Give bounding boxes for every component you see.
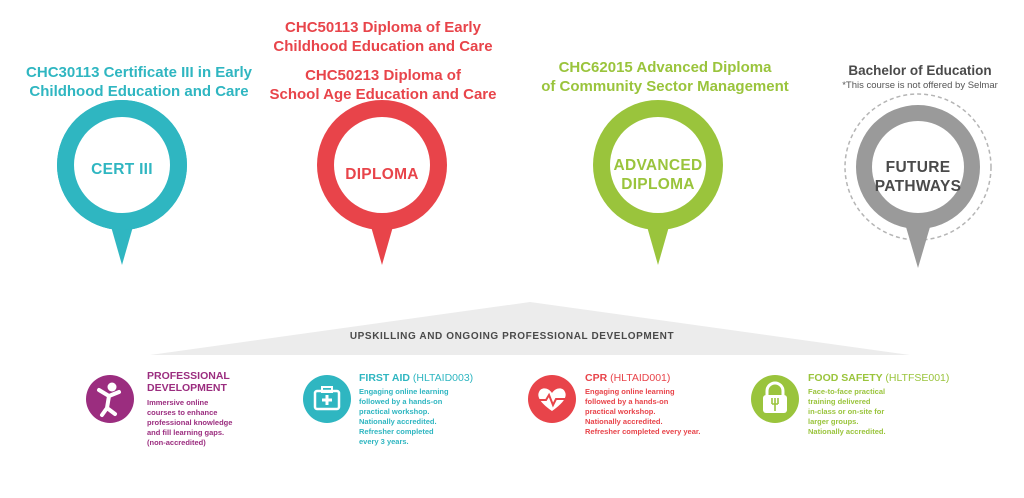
professional-development-title-line1: PROFESSIONAL <box>147 370 230 382</box>
cert3-title: CHC30113 Certificate III in Early Childh… <box>20 63 258 101</box>
future-pin: FUTURE PATHWAYS <box>843 92 993 272</box>
cpr-item: CPR (HLTAID001) Engaging online learning… <box>527 370 737 460</box>
professional-development-title: PROFESSIONAL DEVELOPMENT <box>147 370 230 394</box>
food-safety-desc-line5: Nationally accredited. <box>808 427 886 436</box>
first-aid-desc: Engaging online learning followed by a h… <box>359 387 449 447</box>
first-aid-desc-line1: Engaging online learning <box>359 387 449 396</box>
cert3-pin: CERT III <box>52 95 192 270</box>
professional-development-title-line2: DEVELOPMENT <box>147 382 227 394</box>
food-safety-title-text: FOOD SAFETY <box>808 372 883 384</box>
first-aid-kit-icon <box>303 375 351 423</box>
first-aid-title-text: FIRST AID <box>359 372 410 384</box>
advanced-diploma-title-line2: of Community Sector Management <box>541 78 789 95</box>
first-aid-desc-line6: every 3 years. <box>359 437 409 446</box>
professional-development-desc-line5: (non-accredited) <box>147 438 206 447</box>
diploma-badge: DIPLOMA <box>345 166 419 183</box>
future-title-line1: Bachelor of Education <box>848 63 992 78</box>
cpr-code: (HLTAID001) <box>610 372 671 384</box>
cpr-desc: Engaging online learning followed by a h… <box>585 387 700 437</box>
diploma2-title-line1: CHC50213 Diploma of <box>305 67 461 84</box>
cpr-title: CPR (HLTAID001) <box>585 372 670 384</box>
food-safety-desc: Face-to-face practical training delivere… <box>808 387 886 437</box>
cpr-desc-line3: practical workshop. <box>585 407 656 416</box>
food-safety-desc-line1: Face-to-face practical <box>808 387 886 396</box>
heartbeat-icon <box>528 375 576 423</box>
advanced-diploma-badge-line2: DIPLOMA <box>621 176 695 193</box>
future-note: *This course is not offered by Selmar <box>842 80 998 91</box>
professional-development-desc-line1: Immersive online <box>147 398 209 407</box>
advanced-diploma-title: CHC62015 Advanced Diploma of Community S… <box>540 58 790 96</box>
professional-development-desc-line3: professional knowledge <box>147 418 233 427</box>
food-safety-desc-line4: larger groups. <box>808 417 859 426</box>
first-aid-desc-line5: Refresher completed <box>359 427 434 436</box>
first-aid-code: (HLTAID003) <box>412 372 474 384</box>
first-aid-desc-line4: Nationally accredited. <box>359 417 437 426</box>
diploma-pin: DIPLOMA <box>312 95 452 270</box>
advanced-diploma-pin: ADVANCED DIPLOMA <box>588 95 728 270</box>
first-aid-title: FIRST AID (HLTAID003) <box>359 372 473 384</box>
upskilling-banner: UPSKILLING AND ONGOING PROFESSIONAL DEVE… <box>349 331 675 342</box>
food-safety-desc-line2: training delivered <box>808 397 871 406</box>
future-title: Bachelor of Education *This course is no… <box>810 61 1024 92</box>
diploma-pin-shape <box>317 100 447 265</box>
cert3-title-line2: Childhood Education and Care <box>29 83 249 100</box>
cert3-badge: CERT III <box>91 161 153 178</box>
first-aid-item: FIRST AID (HLTAID003) Engaging online le… <box>302 370 512 460</box>
cpr-desc-line2: followed by a hands-on <box>585 397 669 406</box>
cpr-desc-line1: Engaging online learning <box>585 387 675 396</box>
food-safety-code: (HLTFSE001) <box>885 372 950 384</box>
future-badge-line2: PATHWAYS <box>874 178 962 195</box>
first-aid-desc-line3: practical workshop. <box>359 407 430 416</box>
future-pin-shape <box>844 93 992 268</box>
advanced-diploma-badge: ADVANCED DIPLOMA <box>588 156 728 194</box>
professional-development-item: PROFESSIONAL DEVELOPMENT Immersive onlin… <box>85 370 285 460</box>
cpr-desc-line5: Refresher completed every year. <box>585 427 701 436</box>
advanced-diploma-title-line1: CHC62015 Advanced Diploma <box>558 59 772 76</box>
advanced-diploma-pin-shape <box>593 100 723 265</box>
cpr-title-text: CPR <box>585 372 608 384</box>
food-lock-icon <box>751 375 799 423</box>
person-icon <box>86 375 134 423</box>
cert3-pin-shape <box>57 100 187 265</box>
diploma2-title-line2: School Age Education and Care <box>269 86 497 103</box>
diploma-title-line1: CHC50113 Diploma of Early <box>285 19 481 36</box>
diploma-title: CHC50113 Diploma of Early Childhood Educ… <box>258 18 508 104</box>
professional-development-desc-line2: courses to enhance <box>147 408 218 417</box>
professional-development-desc: Immersive online courses to enhance prof… <box>147 398 232 448</box>
upskilling-banner-shape <box>150 302 910 355</box>
food-safety-desc-line3: in-class or on-site for <box>808 407 885 416</box>
food-safety-title: FOOD SAFETY (HLTFSE001) <box>808 372 949 384</box>
food-safety-item: FOOD SAFETY (HLTFSE001) Face-to-face pra… <box>750 370 970 460</box>
future-badge: FUTURE PATHWAYS <box>843 158 993 196</box>
diploma-title-line2: Childhood Education and Care <box>273 38 493 55</box>
cpr-desc-line4: Nationally accredited. <box>585 417 663 426</box>
first-aid-desc-line2: followed by a hands-on <box>359 397 443 406</box>
future-badge-line1: FUTURE <box>885 159 951 176</box>
cert3-title-line1: CHC30113 Certificate III in Early <box>26 64 252 81</box>
advanced-diploma-badge-line1: ADVANCED <box>613 157 703 174</box>
professional-development-desc-line4: and fill learning gaps. <box>147 428 225 437</box>
